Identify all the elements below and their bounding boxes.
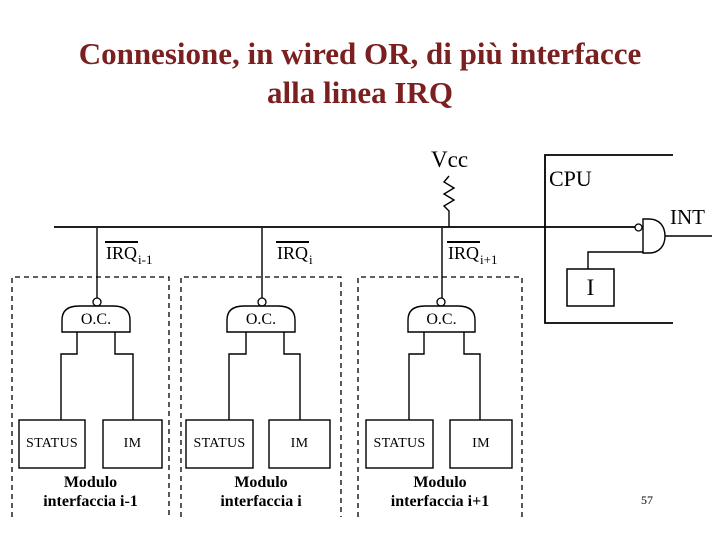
- caption-line1: Modulo: [63, 474, 118, 491]
- module-dashed-outline: [11, 276, 170, 517]
- irq-label-i-1: IRQi-1: [105, 241, 152, 266]
- status-box: [18, 419, 86, 469]
- im-label: IM: [472, 436, 490, 451]
- module-box-i-plus-1: [357, 228, 523, 517]
- im-wire: [463, 332, 481, 420]
- status-label: STATUS: [193, 436, 246, 451]
- irq-base-text: IRQ: [276, 241, 309, 263]
- module-box-i-1: [11, 228, 170, 517]
- int-label: INT: [670, 205, 705, 229]
- open-collector-node-icon: [436, 297, 446, 307]
- oc-label: O.C.: [245, 311, 277, 328]
- irq-base-text: IRQ: [105, 241, 138, 263]
- cpu-label: CPU: [549, 166, 592, 191]
- status-box: [365, 419, 434, 469]
- cpu-box: [544, 154, 673, 324]
- open-collector-driver-icon: [407, 305, 476, 333]
- caption-line1: Modulo: [234, 474, 288, 491]
- nand-gate-icon: [634, 218, 712, 254]
- vcc-label: Vcc: [431, 147, 469, 172]
- im-box: [449, 419, 513, 469]
- module-dashed-outline: [180, 276, 342, 517]
- irq-label-i: IRQi: [276, 241, 313, 266]
- open-collector-node-icon: [92, 297, 102, 307]
- im-label: IM: [123, 436, 142, 451]
- status-label: STATUS: [373, 436, 426, 451]
- module-caption-i: Modulo interfaccia i: [181, 473, 341, 511]
- slide-title-line1: Connesione, in wired OR, di più interfac…: [78, 36, 642, 71]
- open-collector-node-icon: [257, 297, 267, 307]
- interrupt-register-box: [566, 268, 615, 307]
- status-wire: [60, 332, 78, 420]
- im-label: IM: [290, 436, 309, 451]
- im-box: [102, 419, 163, 469]
- irq-label-i-plus-1: IRQi+1: [447, 241, 497, 266]
- oc-label: O.C.: [426, 311, 457, 328]
- status-box: [185, 419, 254, 469]
- open-collector-driver-icon: [61, 305, 131, 333]
- interrupt-register-label: I: [586, 274, 595, 300]
- caption-line1: Modulo: [413, 474, 467, 491]
- im-wire: [283, 332, 301, 420]
- im-box: [268, 419, 331, 469]
- module-dashed-outline: [357, 276, 523, 517]
- open-collector-driver-icon: [226, 305, 296, 333]
- irq-base-text: IRQ: [447, 241, 480, 263]
- status-label: STATUS: [25, 436, 79, 451]
- page-number: 57: [641, 493, 653, 507]
- slide-title-line2: alla linea IRQ: [266, 75, 453, 110]
- resistor-icon: [442, 175, 456, 227]
- irq-subscript: i-1: [138, 252, 153, 267]
- status-wire: [408, 332, 425, 420]
- module-box-i: [180, 228, 342, 517]
- inverter-bubble-icon: [634, 223, 643, 232]
- irq-subscript: i: [309, 252, 313, 267]
- oc-label: O.C.: [80, 311, 112, 328]
- im-wire: [114, 332, 134, 420]
- irq-subscript: i+1: [480, 252, 498, 267]
- caption-line2: interfaccia i: [220, 493, 302, 510]
- module-caption-i-1: Modulo interfaccia i-1: [12, 473, 169, 511]
- slide-title: Connesione, in wired OR, di più interfac…: [0, 34, 720, 112]
- caption-line2: interfaccia i+1: [390, 493, 490, 510]
- module-caption-i-plus-1: Modulo interfaccia i+1: [358, 473, 522, 511]
- status-wire: [228, 332, 247, 420]
- caption-line2: interfaccia i-1: [43, 493, 138, 510]
- register-to-gate-wire: [587, 251, 643, 269]
